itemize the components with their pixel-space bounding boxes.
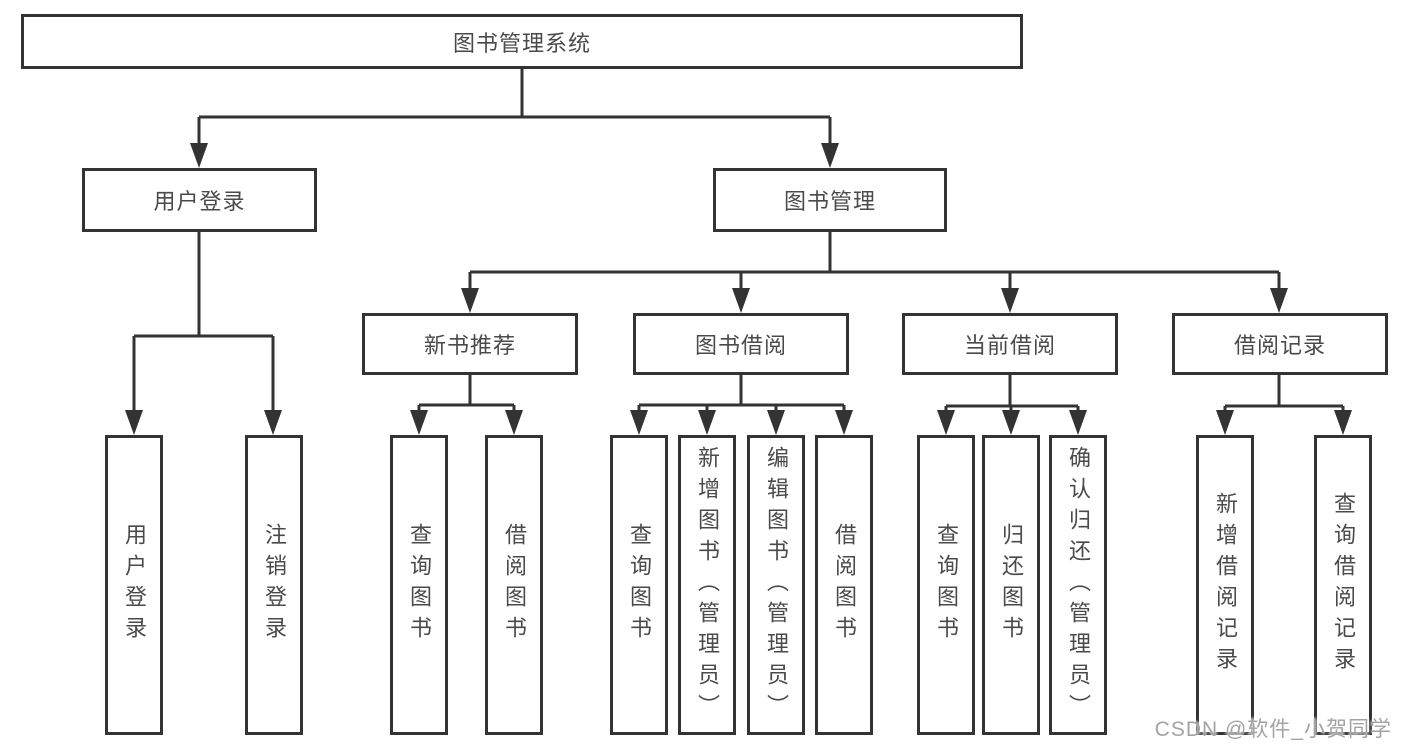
leaf-records-query-borrow-record: 查询借阅记录 bbox=[1314, 435, 1372, 735]
leaf-borrowing-query-books: 查询图书 bbox=[610, 435, 668, 735]
leaf-recommend-query-books: 查询图书 bbox=[390, 435, 448, 735]
node-new-book-recommendation: 新书推荐 bbox=[362, 313, 578, 375]
leaf-current-query-books: 查询图书 bbox=[917, 435, 975, 735]
node-current-borrowing: 当前借阅 bbox=[902, 313, 1118, 375]
leaf-borrowing-add-books-admin: 新增图书（管理员） bbox=[678, 435, 736, 735]
leaf-records-add-borrow-record: 新增借阅记录 bbox=[1196, 435, 1254, 735]
csdn-watermark: CSDN @软件_小贺同学 bbox=[1154, 718, 1392, 741]
node-book-borrowing: 图书借阅 bbox=[633, 313, 849, 375]
leaf-user-login: 用户登录 bbox=[105, 435, 163, 735]
leaf-current-return-books: 归还图书 bbox=[982, 435, 1040, 735]
node-borrowing-records: 借阅记录 bbox=[1172, 313, 1388, 375]
leaf-borrowing-edit-books-admin: 编辑图书（管理员） bbox=[747, 435, 805, 735]
leaf-borrowing-borrow-books: 借阅图书 bbox=[815, 435, 873, 735]
leaf-logout: 注销登录 bbox=[245, 435, 303, 735]
leaf-current-confirm-return-admin: 确认归还（管理员） bbox=[1049, 435, 1107, 735]
node-user-login: 用户登录 bbox=[82, 168, 317, 232]
node-book-management: 图书管理 bbox=[713, 168, 947, 232]
node-library-management-system: 图书管理系统 bbox=[21, 14, 1023, 69]
leaf-recommend-borrow-books: 借阅图书 bbox=[485, 435, 543, 735]
